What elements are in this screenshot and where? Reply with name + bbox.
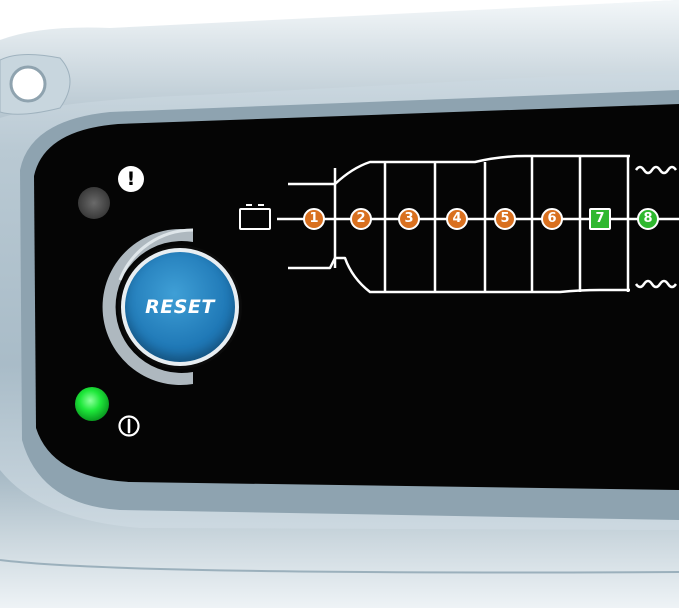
charge-curve — [277, 154, 679, 294]
alert-icon: ! — [118, 166, 144, 192]
power-icon — [118, 415, 140, 437]
battery-icon — [239, 204, 271, 230]
reset-button[interactable]: RESET — [121, 248, 239, 366]
